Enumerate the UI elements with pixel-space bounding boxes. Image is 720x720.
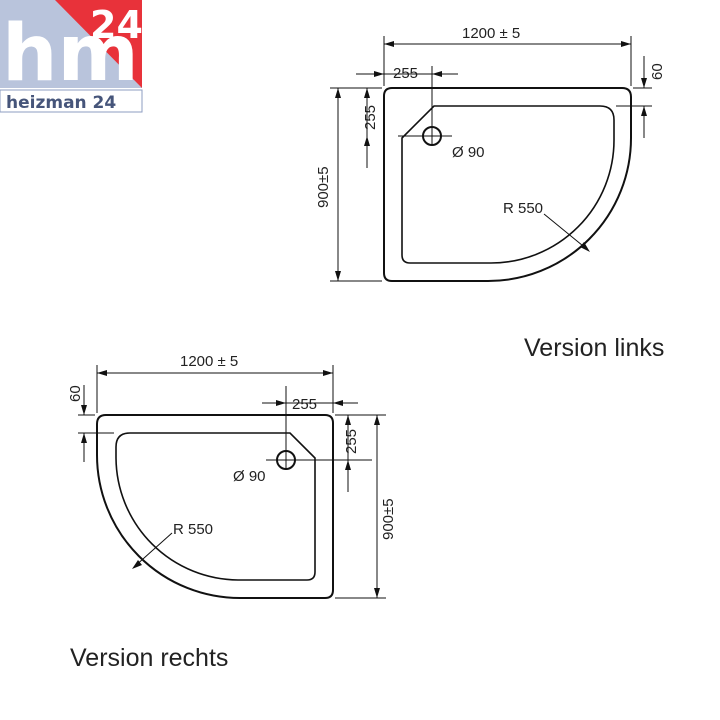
top-drain-label: Ø 90 — [452, 144, 485, 161]
bottom-width-label: 1200 ± 5 — [180, 353, 238, 370]
logo-red-stripe — [55, 0, 142, 88]
top-offset-x-label: 255 — [393, 65, 418, 82]
top-width-label: 1200 ± 5 — [462, 25, 520, 42]
logo-brand: heizman 24 — [6, 93, 116, 113]
top-offset-y-label: 255 — [362, 105, 379, 130]
bottom-offset-y-label: 255 — [343, 429, 360, 454]
top-drawing: 1200 ± 5 255 900±5 255 60 Ø 90 R 550 Ver — [315, 25, 666, 362]
top-rim-label: 60 — [649, 63, 666, 80]
bottom-depth-label: 900±5 — [380, 498, 397, 540]
bottom-caption: Version rechts — [70, 644, 228, 672]
logo: hm 24 heizman 24 — [0, 0, 143, 113]
logo-number: 24 — [90, 3, 143, 47]
bottom-basin-outline — [115, 432, 316, 581]
bottom-radius-label: R 550 — [173, 521, 213, 538]
top-radius-label: R 550 — [503, 200, 543, 217]
bottom-offset-x-label: 255 — [292, 396, 317, 413]
bottom-drawing: 1200 ± 5 255 900±5 255 60 Ø 90 R 550 Ver — [67, 353, 397, 672]
logo-mark: hm — [2, 9, 139, 99]
bottom-rim-label: 60 — [67, 385, 84, 402]
top-caption: Version links — [524, 334, 664, 362]
bottom-drain-label: Ø 90 — [233, 468, 266, 485]
top-depth-label: 900±5 — [315, 166, 332, 208]
top-basin-outline — [401, 105, 615, 264]
